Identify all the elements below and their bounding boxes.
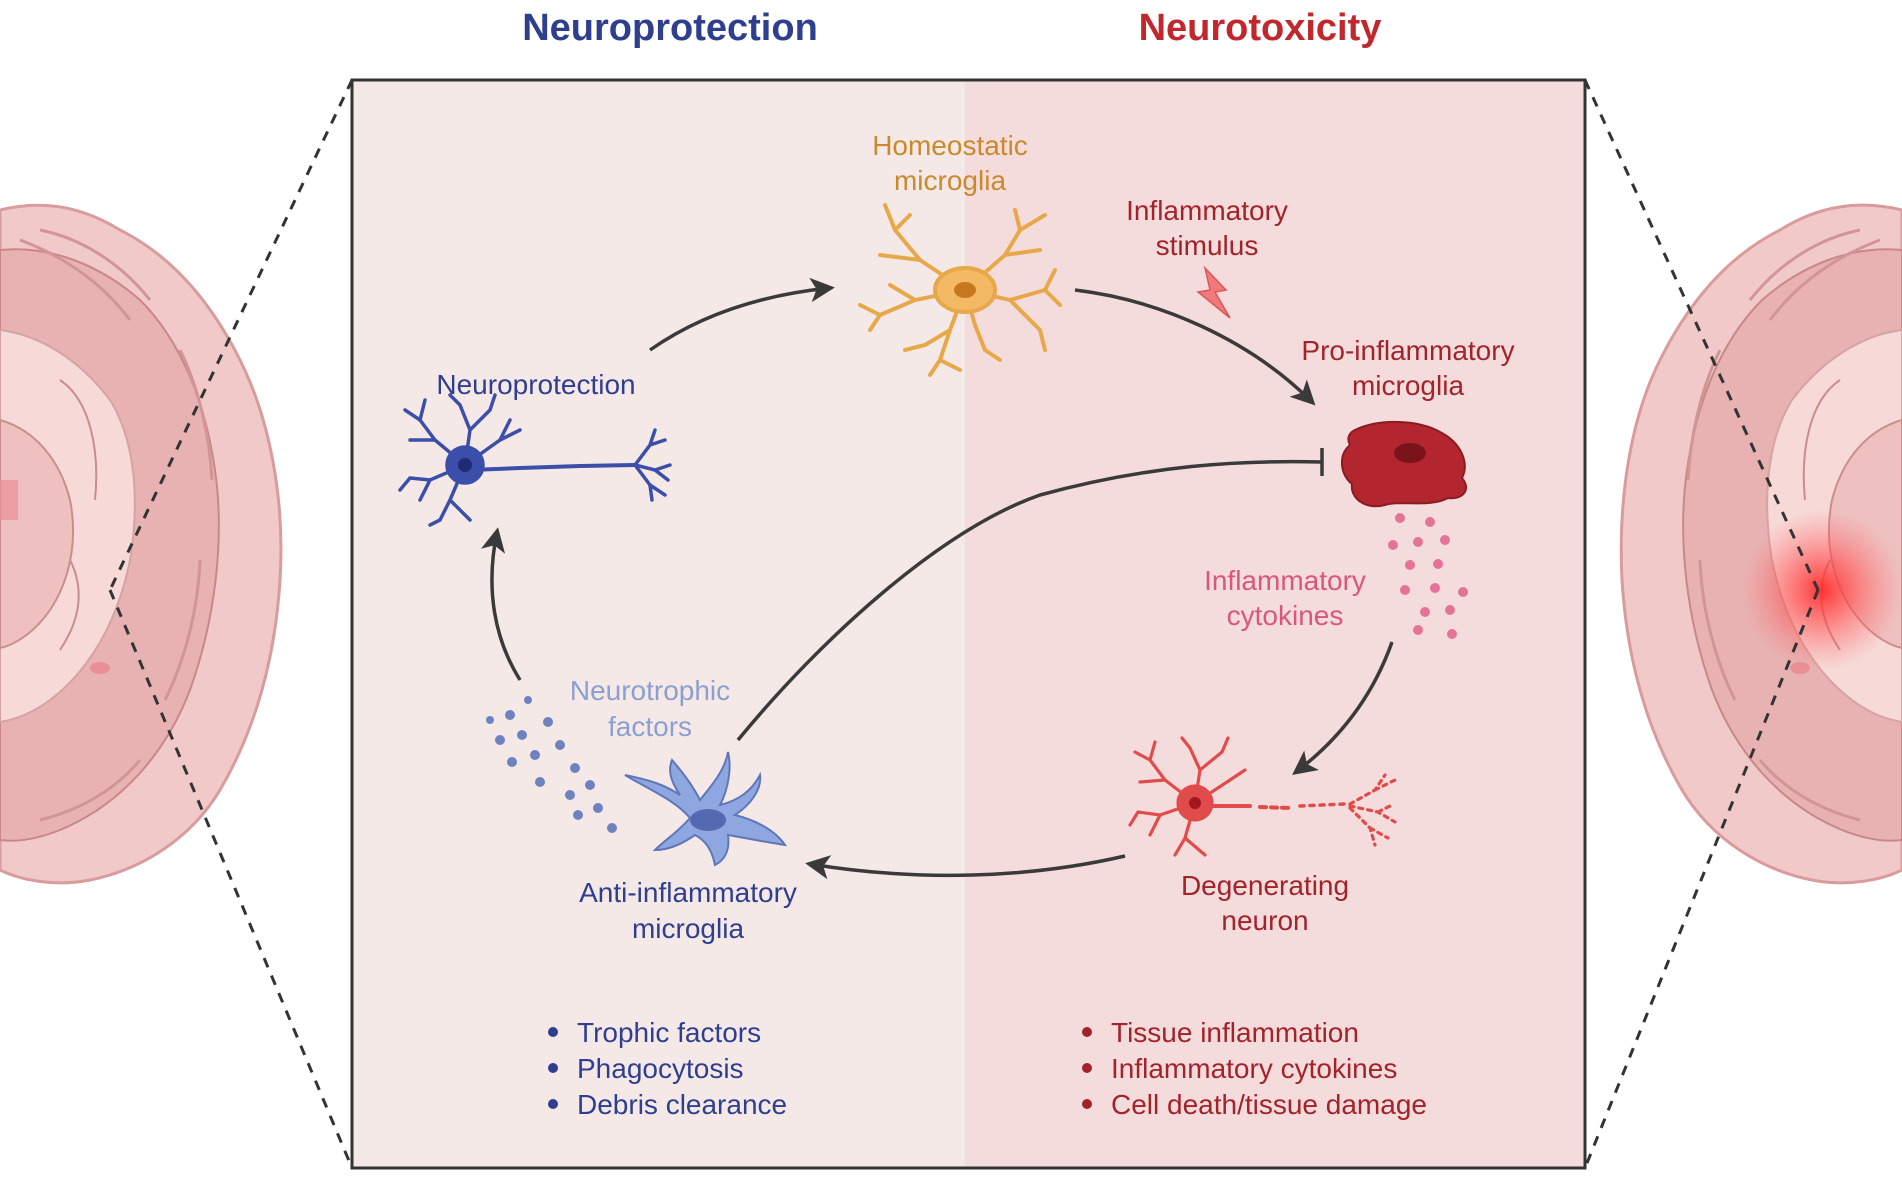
homeostatic-label-line1: Homeostatic (872, 130, 1028, 161)
degenerating-neuron-icon (1128, 736, 1397, 857)
proinflammatory-label-line1: Pro-inflammatory (1301, 335, 1514, 366)
neuroprotection-node-label: Neuroprotection (436, 369, 635, 400)
panel-left-half (352, 80, 965, 1168)
panel-border (350, 78, 1587, 1170)
degenerating-label-line2: neuron (1221, 905, 1308, 936)
healthy-neuron-icon (398, 393, 672, 527)
arrow-to-homeostatic (648, 277, 835, 352)
panel-right-half (965, 80, 1585, 1168)
right-bullet-item: Tissue inflammation (1111, 1017, 1359, 1048)
header-neuroprotection: Neuroprotection (522, 7, 818, 49)
bullet-dot (548, 1027, 558, 1037)
bullet-dot (548, 1063, 558, 1073)
left-bullet-list: Trophic factors Phagocytosis Debris clea… (548, 1017, 787, 1120)
proinflammatory-label-line2: microglia (1352, 370, 1464, 401)
activated-microglia-icon (624, 751, 788, 867)
left-bullet-item: Phagocytosis (577, 1053, 744, 1084)
amoeboid-microglia-icon (1341, 421, 1467, 508)
arrow-to-neuroprotection (481, 527, 522, 681)
bullet-dot (1082, 1063, 1092, 1073)
bullet-dot (1082, 1027, 1092, 1037)
arrow-to-antiinflammatory (805, 854, 1126, 880)
stimulus-label-line2: stimulus (1156, 230, 1259, 261)
bullet-dot (548, 1099, 558, 1109)
neurotrophic-label-line2: factors (608, 711, 692, 742)
stimulus-label-line1: Inflammatory (1126, 195, 1288, 226)
ramified-microglia-icon (858, 203, 1062, 377)
inhibition-line (736, 459, 1323, 742)
arrow-to-proinflammatory (1074, 288, 1316, 406)
degenerating-label-line1: Degenerating (1181, 870, 1349, 901)
left-bullet-item: Debris clearance (577, 1089, 787, 1120)
arrow-to-degenerating (1292, 641, 1394, 775)
central-panel (350, 78, 1587, 1170)
right-brain-section-icon (1619, 203, 1902, 885)
inflammation-hotspot (1742, 510, 1902, 670)
lightning-bolt-icon (1196, 265, 1231, 319)
cytokine-dots (1388, 513, 1468, 639)
antiinflammatory-label-line2: microglia (632, 913, 744, 944)
zoom-lines (108, 79, 1820, 1169)
homeostatic-label-line2: microglia (894, 165, 1006, 196)
right-bullet-item: Inflammatory cytokines (1111, 1053, 1397, 1084)
cytokines-label-line1: Inflammatory (1204, 565, 1366, 596)
left-brain-section-icon (0, 203, 283, 885)
cycle-arrows (481, 277, 1394, 880)
antiinflammatory-label-line1: Anti-inflammatory (579, 877, 797, 908)
neurotrophic-label-line1: Neurotrophic (570, 675, 730, 706)
labels: Homeostatic microglia Inflammatory stimu… (436, 130, 1514, 944)
right-bullet-list: Tissue inflammation Inflammatory cytokin… (1082, 1017, 1427, 1120)
neurotrophic-factor-dots (486, 696, 617, 833)
left-bullet-item: Trophic factors (577, 1017, 761, 1048)
cytokines-label-line2: cytokines (1227, 600, 1344, 631)
header-neurotoxicity: Neurotoxicity (1139, 7, 1382, 49)
bullet-dot (1082, 1099, 1092, 1109)
right-bullet-item: Cell death/tissue damage (1111, 1089, 1427, 1120)
